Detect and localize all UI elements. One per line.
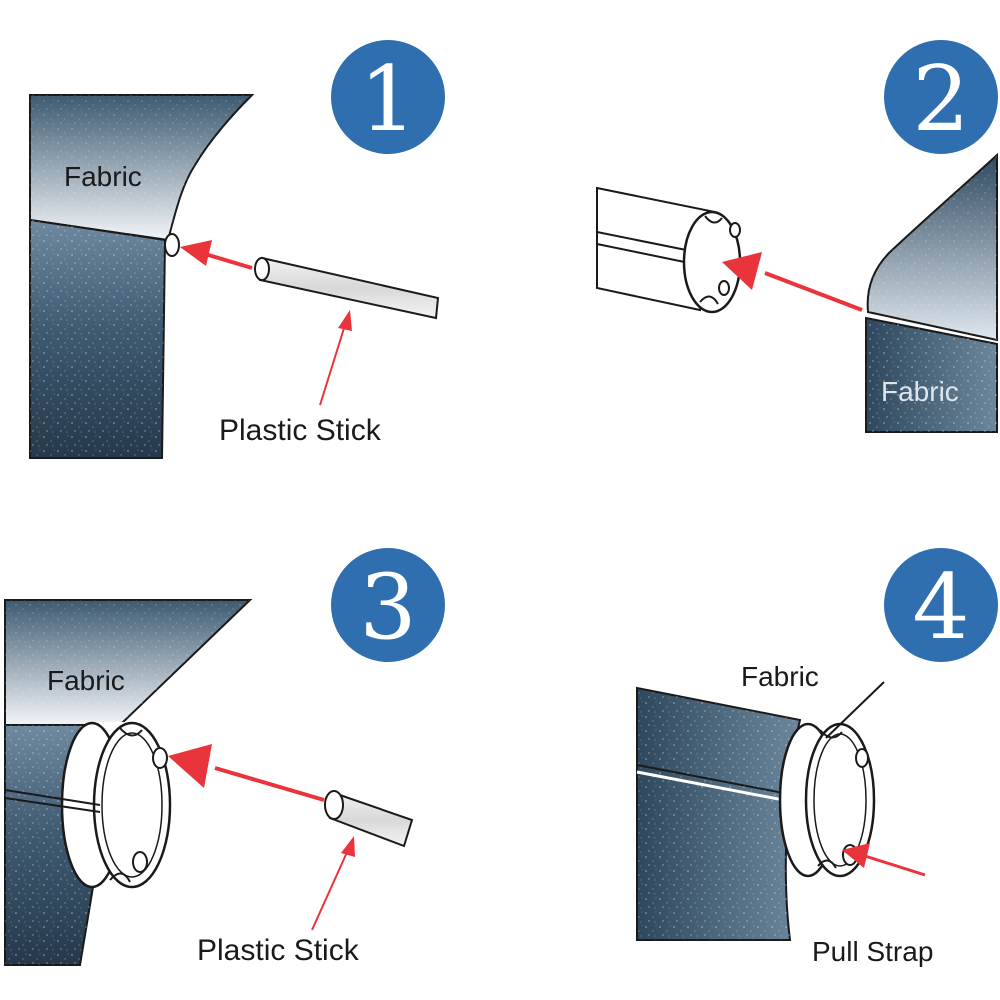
step-1-stick-pointer [319, 310, 352, 406]
step-2-panel: Fabric 2 [596, 40, 998, 433]
step-4-strap-label: Pull Strap [812, 936, 933, 967]
step-3-badge: 3 [331, 548, 445, 662]
step-1-stick-label: Plastic Stick [219, 414, 382, 447]
step-3-stick-pointer [311, 836, 355, 931]
step-1-insert-arrow [180, 240, 253, 270]
step-2-fabric-label: Fabric [881, 376, 959, 407]
step-4-badge: 4 [884, 548, 998, 662]
step-3-fabric-label: Fabric [47, 665, 125, 696]
step-1-fabric-label: Fabric [64, 161, 142, 192]
step-1-badge: 1 [331, 40, 445, 154]
step-2-badge: 2 [884, 40, 998, 154]
step-4-number: 4 [912, 555, 969, 660]
step-3-panel: Fabric Plastic Stick 3 [4, 548, 445, 967]
step-1-hem-opening [164, 233, 180, 257]
step-4-fabric-label: Fabric [741, 661, 819, 692]
step-3-number: 3 [359, 555, 416, 660]
step-3-insert-arrow [168, 744, 325, 802]
step-4-fabric-leader [825, 681, 885, 739]
step-1-panel: Fabric Plastic Stick 1 [29, 40, 445, 459]
step-3-awning-rail [4, 721, 172, 889]
step-1-plastic-stick [254, 256, 440, 320]
step-3-stick-label: Plastic Stick [197, 934, 360, 967]
step-2-number: 2 [912, 47, 969, 152]
step-4-panel: Fabric Pull Strap 4 [636, 548, 998, 967]
step-4-pull-strap-arrow [842, 843, 926, 877]
step-3-plastic-stick [324, 790, 414, 848]
step-2-awning-rail [596, 186, 742, 314]
step-1-number: 1 [359, 47, 416, 152]
step-2-insert-arrow [722, 252, 863, 312]
